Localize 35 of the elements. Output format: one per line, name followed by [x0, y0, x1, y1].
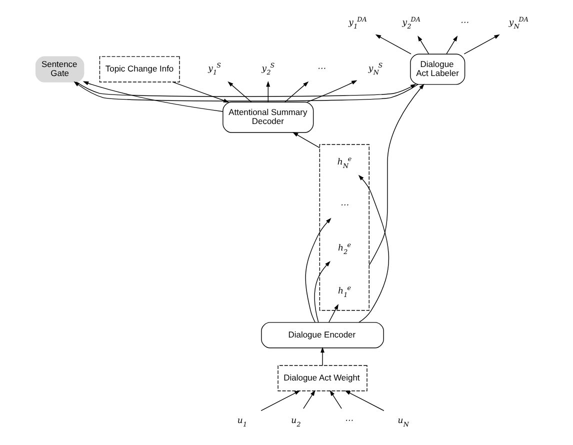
- arrow: [306, 80, 358, 102]
- node-text: ⋯: [317, 62, 326, 73]
- node-text: ⋯: [340, 199, 348, 210]
- arrow: [328, 304, 338, 323]
- arrow: [74, 81, 418, 102]
- arrow: [76, 82, 416, 97]
- arrow: [446, 36, 458, 54]
- node-box: Attentional Summary Decoder: [222, 102, 314, 133]
- arrow: [172, 82, 230, 102]
- node-box: Dialogue Encoder: [261, 322, 384, 348]
- node-box: Topic Change Info: [99, 56, 180, 82]
- arrow: [260, 390, 300, 412]
- arrow: [330, 390, 342, 409]
- node-text: u$_{1}$: [237, 414, 248, 428]
- arrow: [320, 346, 324, 366]
- arrow: [464, 34, 500, 54]
- arrow: [303, 390, 316, 409]
- arrow: [375, 34, 412, 54]
- node-text: u$_{N}$: [398, 414, 409, 428]
- arrow: [82, 81, 224, 112]
- arrow: [368, 84, 424, 266]
- node-text: u$_{2}$: [291, 414, 301, 428]
- arrow: [418, 36, 430, 54]
- arrow: [284, 81, 309, 102]
- arrow: [305, 218, 332, 323]
- node-text: ⋯: [344, 414, 353, 425]
- node-box: Dialogue Act Weight: [278, 365, 368, 392]
- arrow: [314, 261, 330, 323]
- node-text: ⋯: [460, 17, 468, 28]
- arrow: [344, 390, 384, 412]
- arrow: [292, 132, 320, 148]
- arrow: [266, 81, 270, 102]
- arrow: [228, 81, 252, 102]
- node-box: Dialogue Act Labeler: [410, 54, 466, 85]
- node-box: Sentence Gate: [35, 56, 84, 82]
